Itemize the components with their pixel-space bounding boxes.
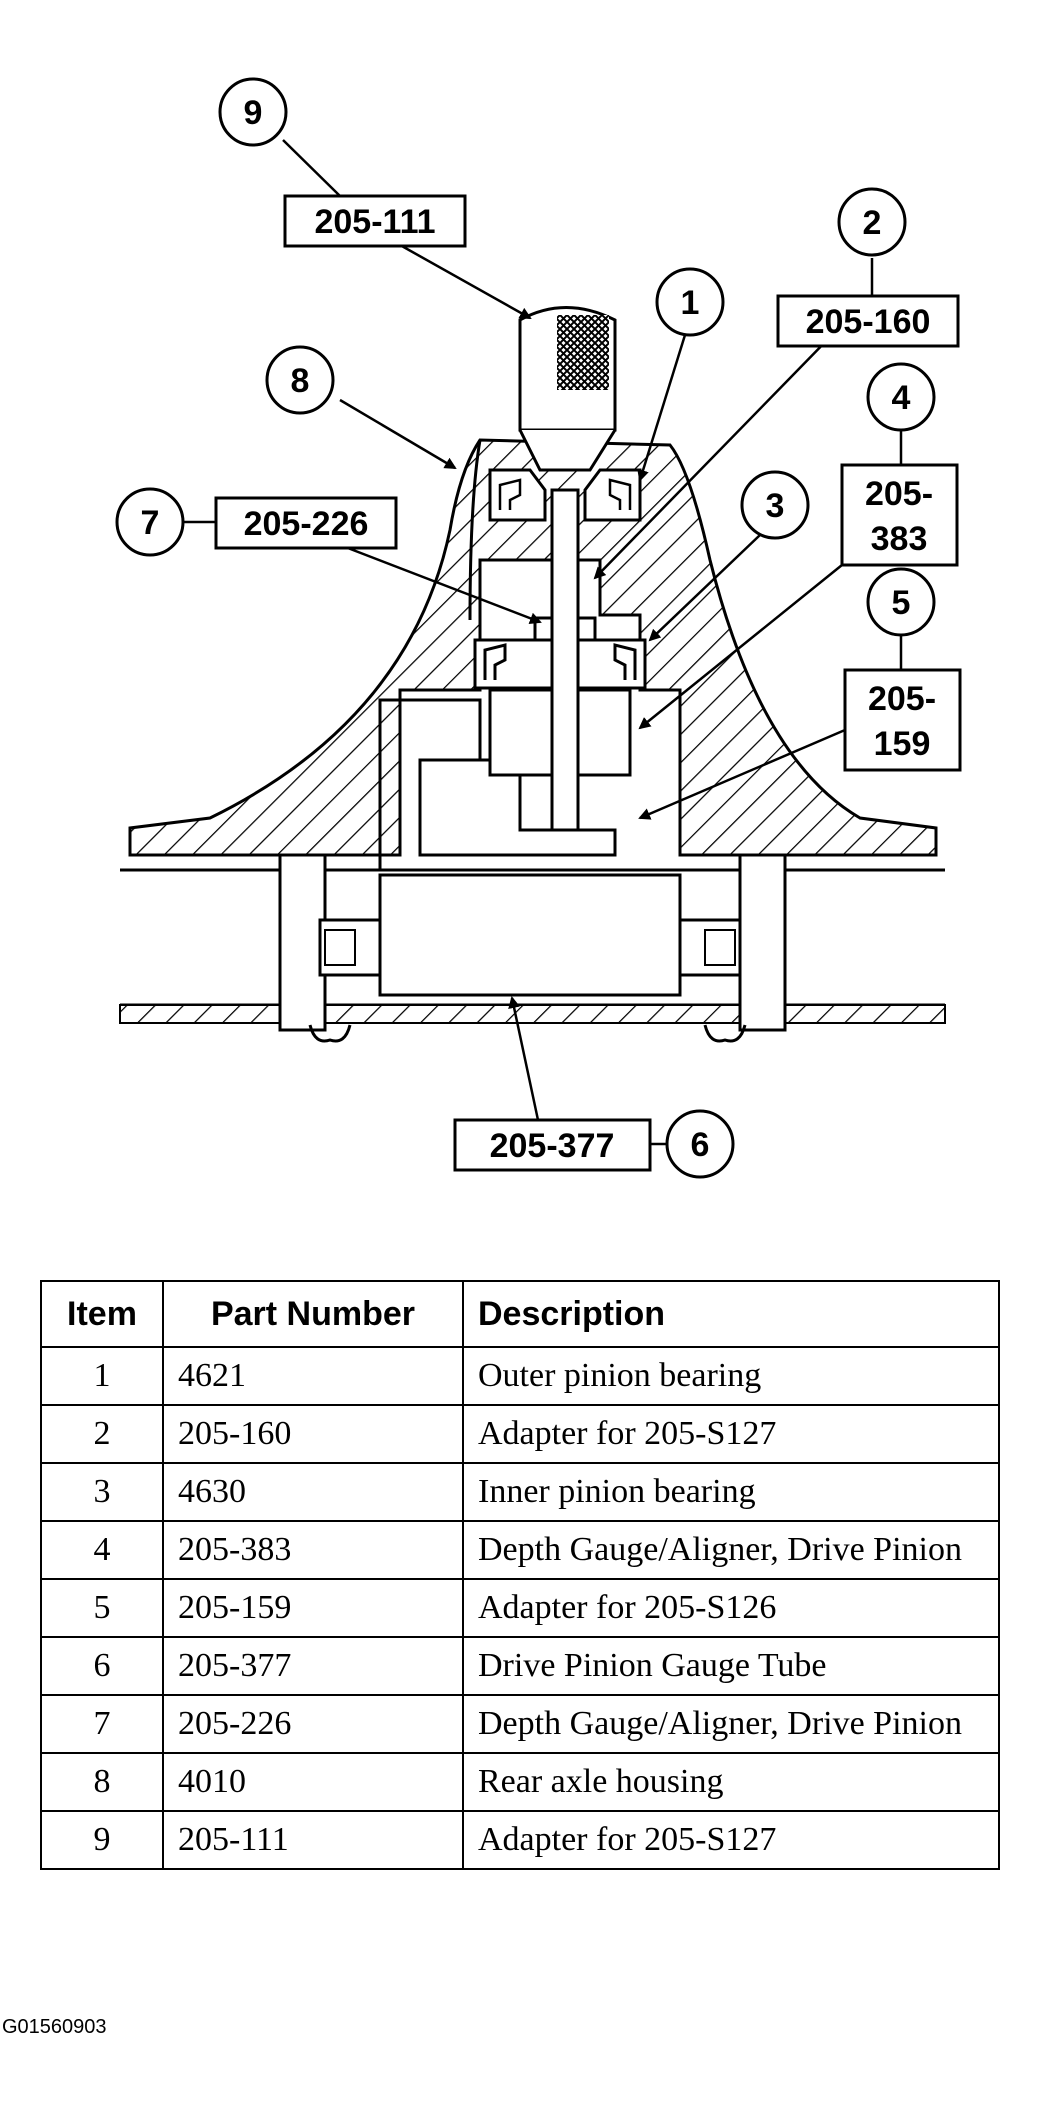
callout-7-part: 205-226	[244, 505, 369, 543]
header-part-number: Part Number	[162, 1280, 464, 1348]
left-support-post	[278, 853, 382, 1043]
callout-2-number: 2	[863, 204, 882, 242]
row-description: Depth Gauge/Aligner, Drive Pinion	[462, 1694, 1000, 1754]
callout-4-part-line2: 383	[871, 520, 928, 558]
callout-4: 4 205- 383	[840, 362, 959, 567]
callout-8: 8	[265, 345, 335, 415]
row-description: Rear axle housing	[462, 1752, 1000, 1812]
row-part-number: 4630	[162, 1462, 464, 1522]
parts-table: Item Part Number Description 1 4621 Oute…	[40, 1280, 1000, 1870]
callout-6-part: 205-377	[490, 1127, 615, 1165]
table-header-row: Item Part Number Description	[40, 1280, 1000, 1348]
row-part-number: 205-160	[162, 1404, 464, 1464]
outer-pinion-bearing	[488, 468, 642, 522]
row-part-number: 205-111	[162, 1810, 464, 1870]
callout-4-part-line1: 205-	[865, 475, 933, 513]
row-description: Adapter for 205-S126	[462, 1578, 1000, 1638]
callout-5-part-line2: 159	[874, 725, 931, 763]
center-shaft	[550, 488, 580, 832]
callout-3: 3	[740, 470, 810, 540]
row-description: Outer pinion bearing	[462, 1346, 1000, 1406]
callout-7-number: 7	[141, 504, 160, 542]
row-description: Inner pinion bearing	[462, 1462, 1000, 1522]
callout-7: 7 205-226	[115, 487, 398, 557]
row-part-number: 4621	[162, 1346, 464, 1406]
callout-1: 1	[655, 267, 725, 337]
row-description: Adapter for 205-S127	[462, 1810, 1000, 1870]
callout-9-number: 9	[244, 94, 263, 132]
row-description: Adapter for 205-S127	[462, 1404, 1000, 1464]
callout-1-number: 1	[681, 284, 700, 322]
header-item: Item	[40, 1280, 164, 1348]
right-support-post	[678, 853, 787, 1043]
row-item: 8	[40, 1752, 164, 1812]
table-row: 5 205-159 Adapter for 205-S126	[40, 1578, 1000, 1638]
row-item: 6	[40, 1636, 164, 1696]
callout-3-number: 3	[766, 487, 785, 525]
callout-9-part: 205-111	[314, 203, 435, 241]
row-description: Drive Pinion Gauge Tube	[462, 1636, 1000, 1696]
row-part-number: 205-377	[162, 1636, 464, 1696]
row-part-number: 205-159	[162, 1578, 464, 1638]
row-part-number: 205-383	[162, 1520, 464, 1580]
row-item: 7	[40, 1694, 164, 1754]
row-item: 3	[40, 1462, 164, 1522]
callout-9: 9 205-111	[218, 77, 467, 248]
axle-housing	[128, 438, 938, 857]
row-item: 9	[40, 1810, 164, 1870]
pinion-depth-tool-diagram: 9 205-111 2 205-160 1 8 4 205- 383 7 205…	[115, 77, 962, 1179]
row-description: Depth Gauge/Aligner, Drive Pinion	[462, 1520, 1000, 1580]
callout-5-number: 5	[892, 584, 911, 622]
table-row: 8 4010 Rear axle housing	[40, 1752, 1000, 1812]
callout-5-part-line1: 205-	[868, 680, 936, 718]
row-item: 1	[40, 1346, 164, 1406]
row-item: 2	[40, 1404, 164, 1464]
row-item: 4	[40, 1520, 164, 1580]
callout-2-part: 205-160	[806, 303, 931, 341]
callout-6-number: 6	[691, 1126, 710, 1164]
row-part-number: 4010	[162, 1752, 464, 1812]
gauge-tube	[378, 873, 682, 997]
callout-5: 5 205- 159	[843, 567, 962, 772]
callout-8-number: 8	[291, 362, 310, 400]
callout-2: 2 205-160	[776, 187, 960, 348]
header-description: Description	[462, 1280, 1000, 1348]
table-row: 4 205-383 Depth Gauge/Aligner, Drive Pin…	[40, 1520, 1000, 1580]
handle-205-111	[518, 306, 617, 472]
leader-lines	[183, 139, 903, 1146]
row-part-number: 205-226	[162, 1694, 464, 1754]
row-item: 5	[40, 1578, 164, 1638]
figure-id: G01560903	[2, 2016, 107, 2038]
table-row: 2 205-160 Adapter for 205-S127	[40, 1404, 1000, 1464]
table-row: 6 205-377 Drive Pinion Gauge Tube	[40, 1636, 1000, 1696]
callout-4-number: 4	[892, 379, 911, 417]
table-row: 1 4621 Outer pinion bearing	[40, 1346, 1000, 1406]
table-row: 3 4630 Inner pinion bearing	[40, 1462, 1000, 1522]
table-row: 9 205-111 Adapter for 205-S127	[40, 1810, 1000, 1870]
callout-6: 205-377 6	[453, 1109, 735, 1179]
table-row: 7 205-226 Depth Gauge/Aligner, Drive Pin…	[40, 1694, 1000, 1754]
